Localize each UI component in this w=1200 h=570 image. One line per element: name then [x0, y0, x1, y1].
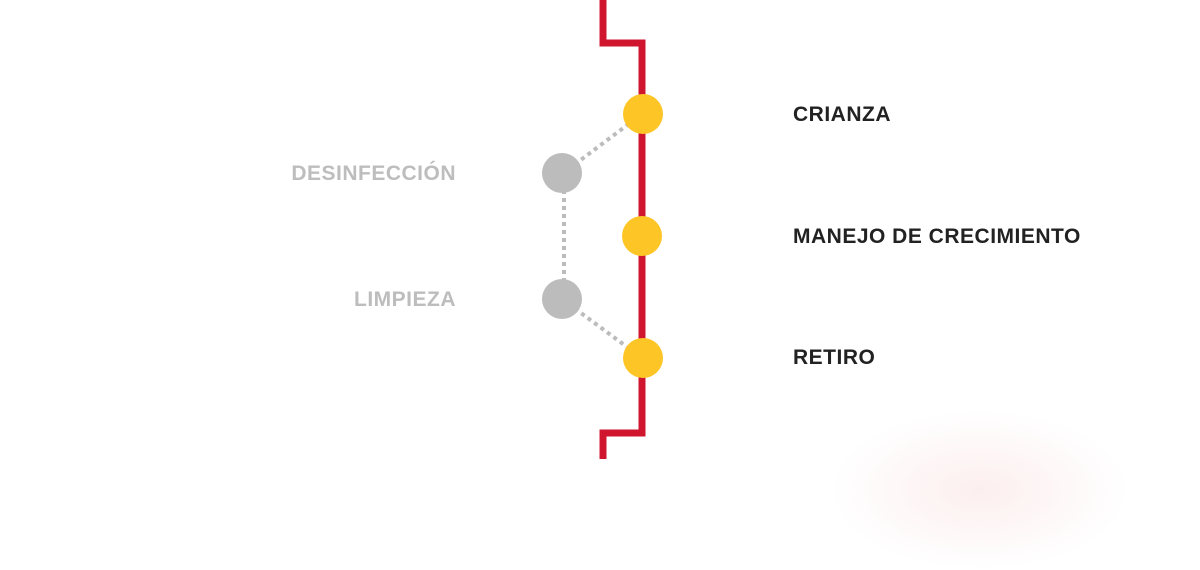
label-crianza: CRIANZA — [793, 103, 891, 126]
label-limpieza: LIMPIEZA — [354, 288, 456, 311]
process-diagram — [542, 0, 663, 459]
node-manejo-de-crecimiento — [622, 216, 662, 256]
label-manejo-de-crecimiento: MANEJO DE CRECIMIENTO — [793, 225, 1081, 248]
label-retiro: RETIRO — [793, 346, 876, 369]
node-desinfeccion — [542, 153, 582, 193]
node-retiro — [623, 338, 663, 378]
label-desinfeccion: DESINFECCIÓN — [291, 162, 456, 185]
node-limpieza — [542, 279, 582, 319]
node-crianza — [623, 94, 663, 134]
